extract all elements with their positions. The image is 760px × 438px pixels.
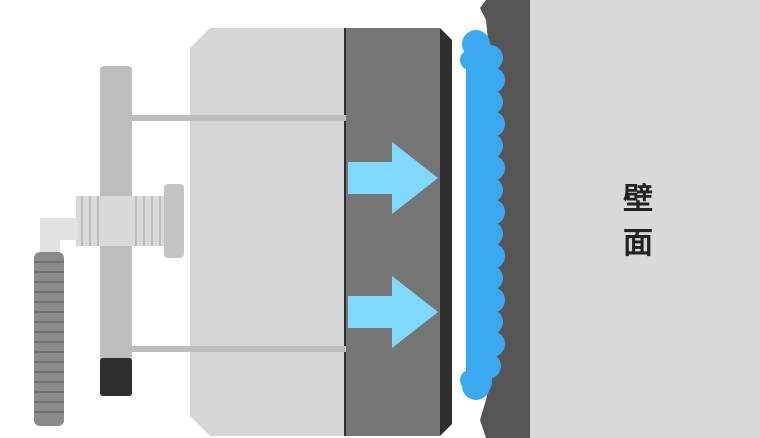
wall-label-char-1: 壁 xyxy=(623,182,653,217)
push-arrow-upper xyxy=(348,142,438,214)
screw-pad xyxy=(164,184,184,258)
clamp-arm-lower xyxy=(130,346,346,352)
clamp-arm-upper xyxy=(130,115,346,121)
sealant-bead xyxy=(460,30,505,400)
pressing-plate xyxy=(344,28,452,436)
clamp-handle-elbow xyxy=(40,218,78,256)
clamp xyxy=(34,66,346,426)
push-arrow-lower xyxy=(348,276,438,348)
wall-label-char-2: 面 xyxy=(623,226,653,261)
wall-label: 壁 面 xyxy=(598,178,678,266)
wall-face xyxy=(530,0,760,438)
grip-texture xyxy=(34,261,64,413)
clamp-rod-tip xyxy=(100,358,132,396)
pressing-block xyxy=(190,28,346,436)
screw-threads xyxy=(81,196,161,246)
clamp-handle-grip xyxy=(34,252,64,426)
